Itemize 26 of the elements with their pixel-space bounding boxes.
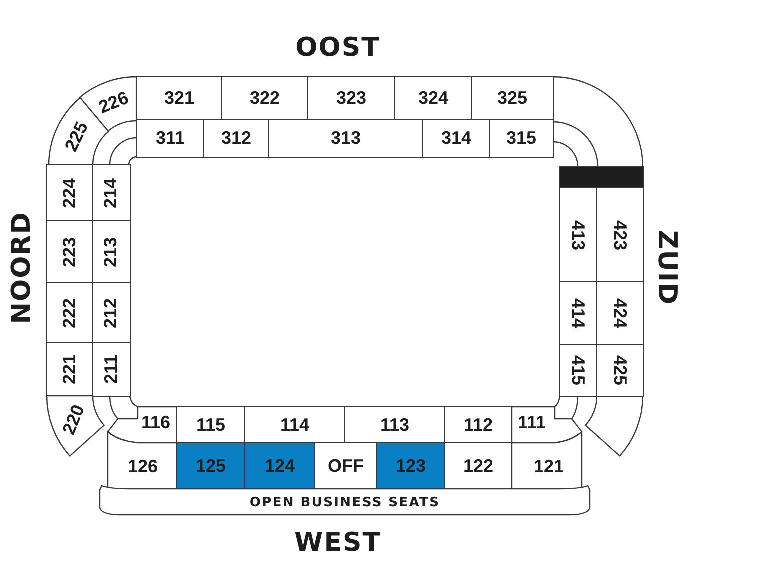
- seating-section: 423: [597, 188, 643, 282]
- seating-section: 415: [560, 345, 597, 396]
- seating-section: 223: [47, 221, 93, 283]
- stand-label: ZUID: [654, 230, 680, 306]
- seating-section: 123: [377, 443, 445, 489]
- seating-section: 113: [345, 407, 445, 443]
- seating-section: 323: [308, 77, 395, 120]
- seating-section: 213: [93, 221, 130, 283]
- seating-section: 121: [512, 432, 582, 489]
- seating-section: 315: [490, 120, 553, 157]
- seating-section: 125: [177, 443, 245, 489]
- seating-section: 211: [93, 343, 130, 396]
- solid-bar: [560, 167, 643, 188]
- seating-section: 126: [108, 432, 177, 489]
- seating-section: 224: [47, 165, 93, 221]
- seating-section: 322: [222, 77, 308, 120]
- stand-label: OOST: [296, 35, 380, 61]
- stand-label: NOORD: [9, 212, 35, 324]
- seating-section: 115: [177, 407, 245, 443]
- seating-section: 114: [245, 407, 345, 443]
- seating-section: 220: [47, 396, 104, 456]
- seating-section: 413: [560, 188, 597, 282]
- seating-section: 124: [245, 443, 315, 489]
- seating-section: 222: [47, 283, 93, 343]
- seating-section: 312: [204, 120, 269, 157]
- stand-label: WEST: [294, 530, 382, 556]
